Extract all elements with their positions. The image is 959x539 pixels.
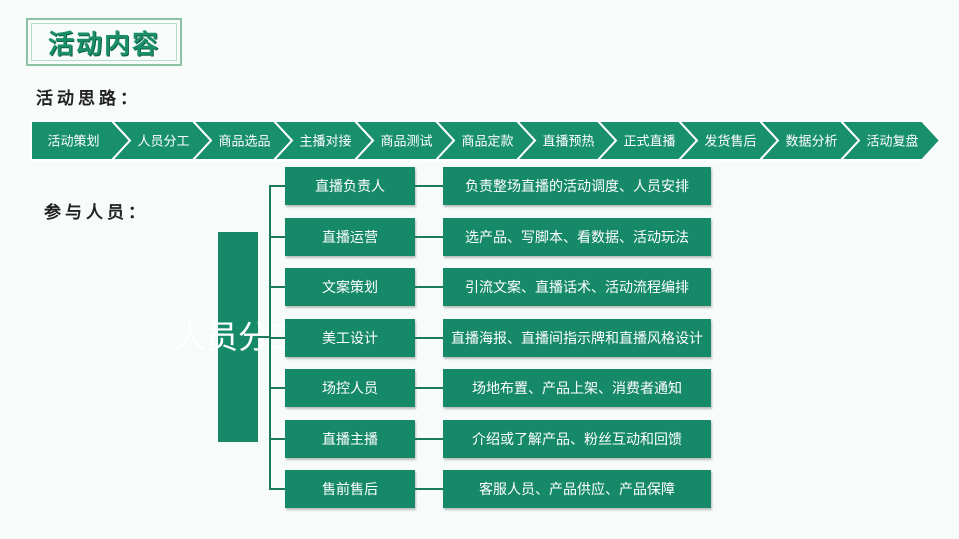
role-box: 直播主播 <box>285 419 415 458</box>
flow-step-label: 直播预热 <box>542 135 594 150</box>
branch-line <box>269 437 285 440</box>
flow-step-label: 商品选品 <box>218 135 270 150</box>
flow-step-label: 主播对接 <box>299 134 351 150</box>
duty-box: 介绍或了解产品、粉丝互动和回馈 <box>443 419 711 458</box>
role-duty-connector <box>415 336 443 339</box>
role-duty-connector <box>415 235 443 238</box>
connector-line <box>258 336 270 338</box>
duty-box: 客服人员、产品供应、产品保障 <box>443 470 711 508</box>
branch-line <box>269 185 285 187</box>
flow-step-label: 商品定款 <box>461 135 513 150</box>
flow-step-label: 正式直播 <box>623 135 675 150</box>
flow-step-arrow <box>514 120 618 161</box>
branch-line <box>269 387 285 389</box>
role-box: 场控人员 <box>285 369 415 407</box>
flow-step-arrow <box>757 120 861 161</box>
role-duty-connector <box>415 437 443 440</box>
role-duty-connector <box>415 185 443 187</box>
title-frame: 活动内容 <box>26 18 182 66</box>
flow-step-arrow <box>352 120 456 161</box>
flow-step-arrow <box>433 120 537 161</box>
flow-step-label: 数据分析 <box>785 135 837 150</box>
flow-step-arrow <box>676 120 780 161</box>
branch-line <box>269 336 285 339</box>
flow-step-label: 活动复盘 <box>866 134 918 150</box>
flow-step-label: 商品测试 <box>380 135 432 150</box>
role-duty-connector <box>415 286 443 288</box>
center-label: 人员分工 <box>174 232 302 442</box>
duty-box: 场地布置、产品上架、消费者通知 <box>443 369 711 407</box>
idea-label: 活动思路： <box>36 89 141 109</box>
flow-step-label: 活动策划 <box>47 134 99 150</box>
duty-box: 引流文案、直播话术、活动流程编排 <box>443 268 711 306</box>
role-box: 美工设计 <box>285 318 415 357</box>
branch-line <box>269 235 285 238</box>
role-box: 文案策划 <box>285 268 415 306</box>
flow-step-label: 人员分工 <box>137 135 189 150</box>
flow-step-arrow <box>595 120 699 161</box>
role-duty-connector <box>415 387 443 389</box>
branch-line <box>269 286 285 288</box>
role-box: 直播运营 <box>285 217 415 256</box>
flow-step-arrow <box>838 120 942 161</box>
page-title: 活动内容 <box>47 29 160 60</box>
flow-step-arrow <box>30 120 132 161</box>
flow-step-arrow <box>109 120 213 161</box>
duty-box: 直播海报、直播间指示牌和直播风格设计 <box>443 318 711 357</box>
role-box: 售前售后 <box>285 470 415 508</box>
role-duty-connector <box>415 488 443 490</box>
flow-step-label: 发货售后 <box>704 134 756 150</box>
duty-box: 负责整场直播的活动调度、人员安排 <box>443 167 711 205</box>
flow-step-arrow <box>271 120 375 161</box>
branch-line <box>269 488 285 490</box>
people-label: 参与人员： <box>44 203 149 223</box>
flow-step-arrow <box>190 120 294 161</box>
duty-box: 选产品、写脚本、看数据、活动玩法 <box>443 217 711 256</box>
role-box: 直播负责人 <box>285 167 415 205</box>
